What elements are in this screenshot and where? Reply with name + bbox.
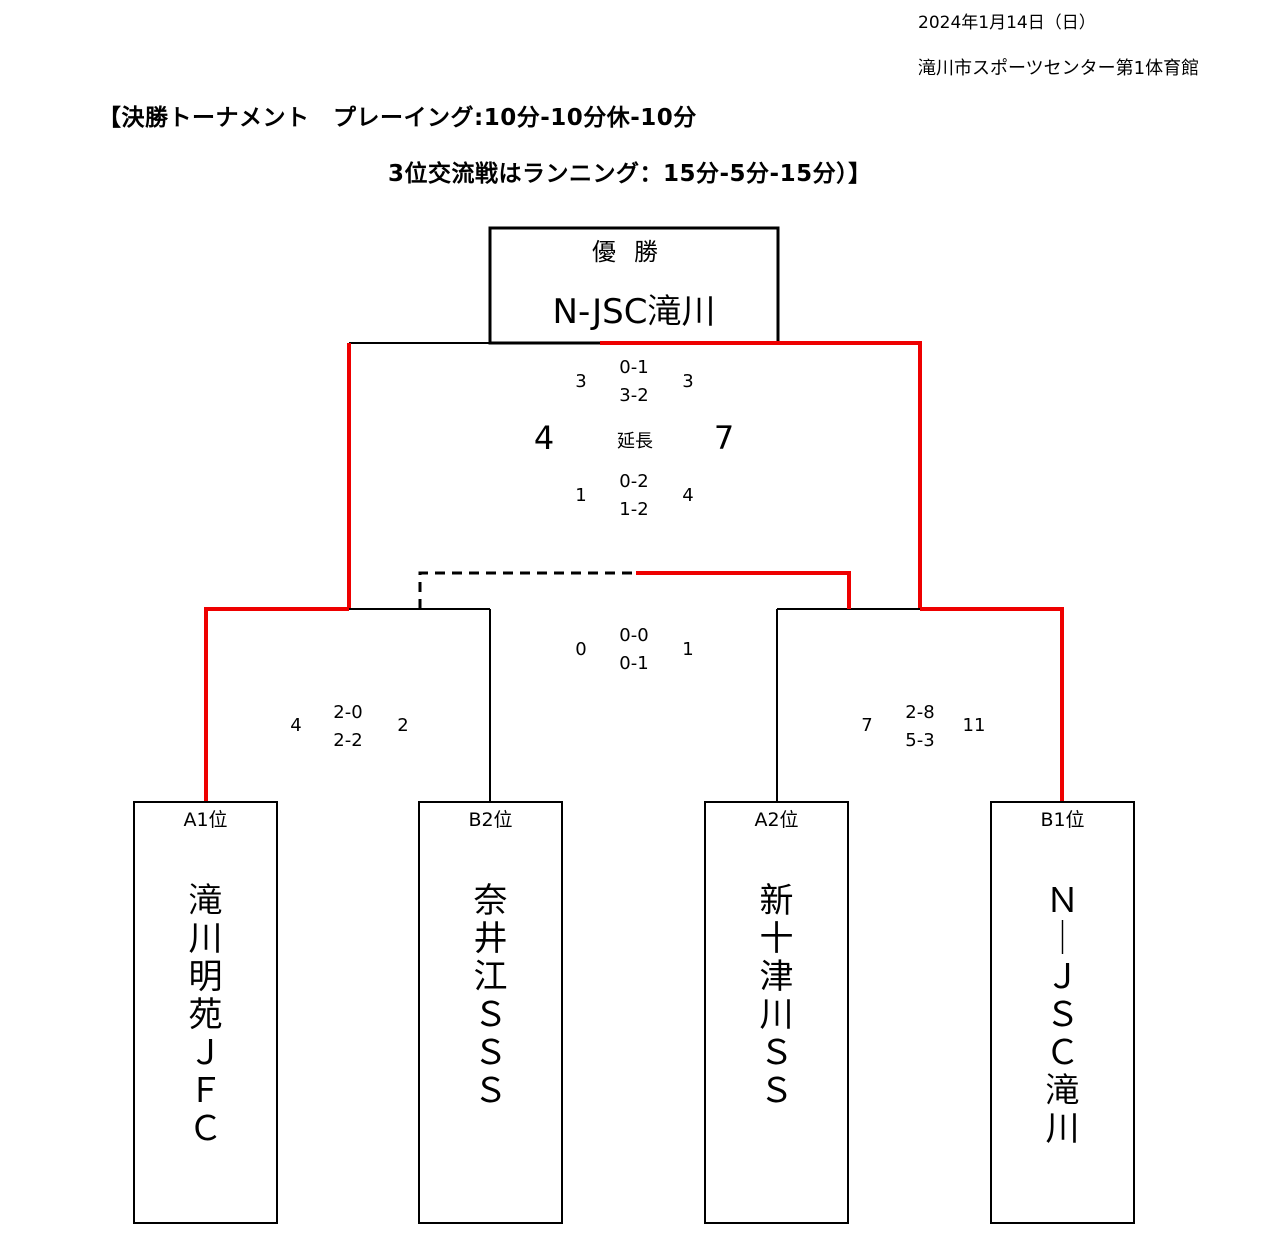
team-char: 新 [759, 881, 794, 921]
champion-label: 優勝 [592, 238, 676, 266]
final-left-extra-score: 1 [575, 485, 587, 506]
team-char: Ｓ [473, 1071, 508, 1111]
semi-right-half1: 2-8 [905, 702, 935, 723]
semi-left-winner-path [204, 607, 349, 802]
semi-left-left-score: 4 [290, 715, 302, 736]
team-char: Ｓ [759, 1033, 794, 1073]
team-rank-b2: B2位 [468, 809, 513, 831]
team-rank-a2: A2位 [754, 809, 799, 831]
page-title: 【決勝トーナメント プレーイング:10分-10分休-10分 [98, 105, 697, 131]
team-char: 滝 [188, 881, 223, 921]
team-name-b2: 奈 井 江 Ｓ Ｓ Ｓ [419, 882, 562, 1110]
team-char: Ｓ [473, 1033, 508, 1073]
team-char: 明 [188, 957, 223, 997]
champion-team: N-JSC滝川 [552, 292, 716, 332]
team-char: 十 [759, 919, 794, 959]
semi-right-winner-path [920, 607, 1064, 802]
team-char: 津 [759, 957, 794, 997]
team-char: 苑 [188, 995, 223, 1035]
team-char: ｜ [1045, 919, 1080, 959]
final-right-total: 7 [713, 419, 735, 457]
third-left-score: 0 [575, 639, 587, 660]
final-left-total: 4 [533, 419, 555, 457]
team-char: Ｓ [1045, 995, 1080, 1035]
team-box-a1 [133, 801, 278, 1224]
team-char: 川 [188, 919, 223, 959]
semi-right-half2: 5-3 [905, 730, 935, 751]
venue-name: 滝川市スポーツセンター第1体育館 [918, 58, 1200, 79]
team-char: Ｊ [1045, 957, 1080, 997]
final-extra2-score: 1-2 [619, 499, 649, 520]
team-box-b1 [990, 801, 1135, 1224]
third-place-dashed [418, 571, 636, 609]
third-half1-score: 0-0 [619, 625, 649, 646]
team-box-b2 [418, 801, 563, 1224]
semi-right-right-score: 11 [962, 715, 986, 736]
extra-time-label: 延長 [617, 431, 653, 452]
team-char: Ｃ [1045, 1033, 1080, 1073]
third-half2-score: 0-1 [619, 653, 649, 674]
semi-left-right-score: 2 [397, 715, 409, 736]
team-char: Ｊ [188, 1033, 223, 1073]
semi-right-left-score: 7 [861, 715, 873, 736]
final-right-extra-score: 4 [682, 485, 694, 506]
final-half2-score: 3-2 [619, 385, 649, 406]
winner-path-final [600, 341, 922, 609]
team-char: Ｎ [1045, 881, 1080, 921]
team-char: Ｓ [759, 1071, 794, 1111]
team-name-a1: 滝 川 明 苑 Ｊ Ｆ Ｃ [134, 882, 277, 1148]
final-right-first-half-score: 3 [682, 371, 694, 392]
team-char: Ｃ [188, 1109, 223, 1149]
team-char: 滝 [1045, 1071, 1080, 1111]
team-box-a2 [704, 801, 849, 1224]
third-right-score: 1 [682, 639, 694, 660]
team-char: Ｓ [473, 995, 508, 1035]
team-char: Ｆ [188, 1071, 223, 1111]
third-place-winner [636, 571, 851, 609]
team-char: 井 [473, 919, 508, 959]
team-name-b1: Ｎ ｜ Ｊ Ｓ Ｃ 滝 川 [991, 882, 1134, 1148]
team-char: 江 [473, 957, 508, 997]
final-left-first-half-score: 3 [575, 371, 587, 392]
page-subtitle: 3位交流戦はランニング：15分-5分-15分）】 [388, 161, 872, 187]
semi-left-half2: 2-2 [333, 730, 363, 751]
team-name-a2: 新 十 津 川 Ｓ Ｓ [705, 882, 848, 1110]
final-half1-score: 0-1 [619, 357, 649, 378]
team-char: 奈 [473, 881, 508, 921]
final-extra1-score: 0-2 [619, 471, 649, 492]
team-rank-a1: A1位 [183, 809, 228, 831]
team-rank-b1: B1位 [1040, 809, 1085, 831]
tournament-date: 2024年1月14日（日） [918, 13, 1096, 33]
team-char: 川 [1045, 1109, 1080, 1149]
semi-left-half1: 2-0 [333, 702, 363, 723]
team-char: 川 [759, 995, 794, 1035]
